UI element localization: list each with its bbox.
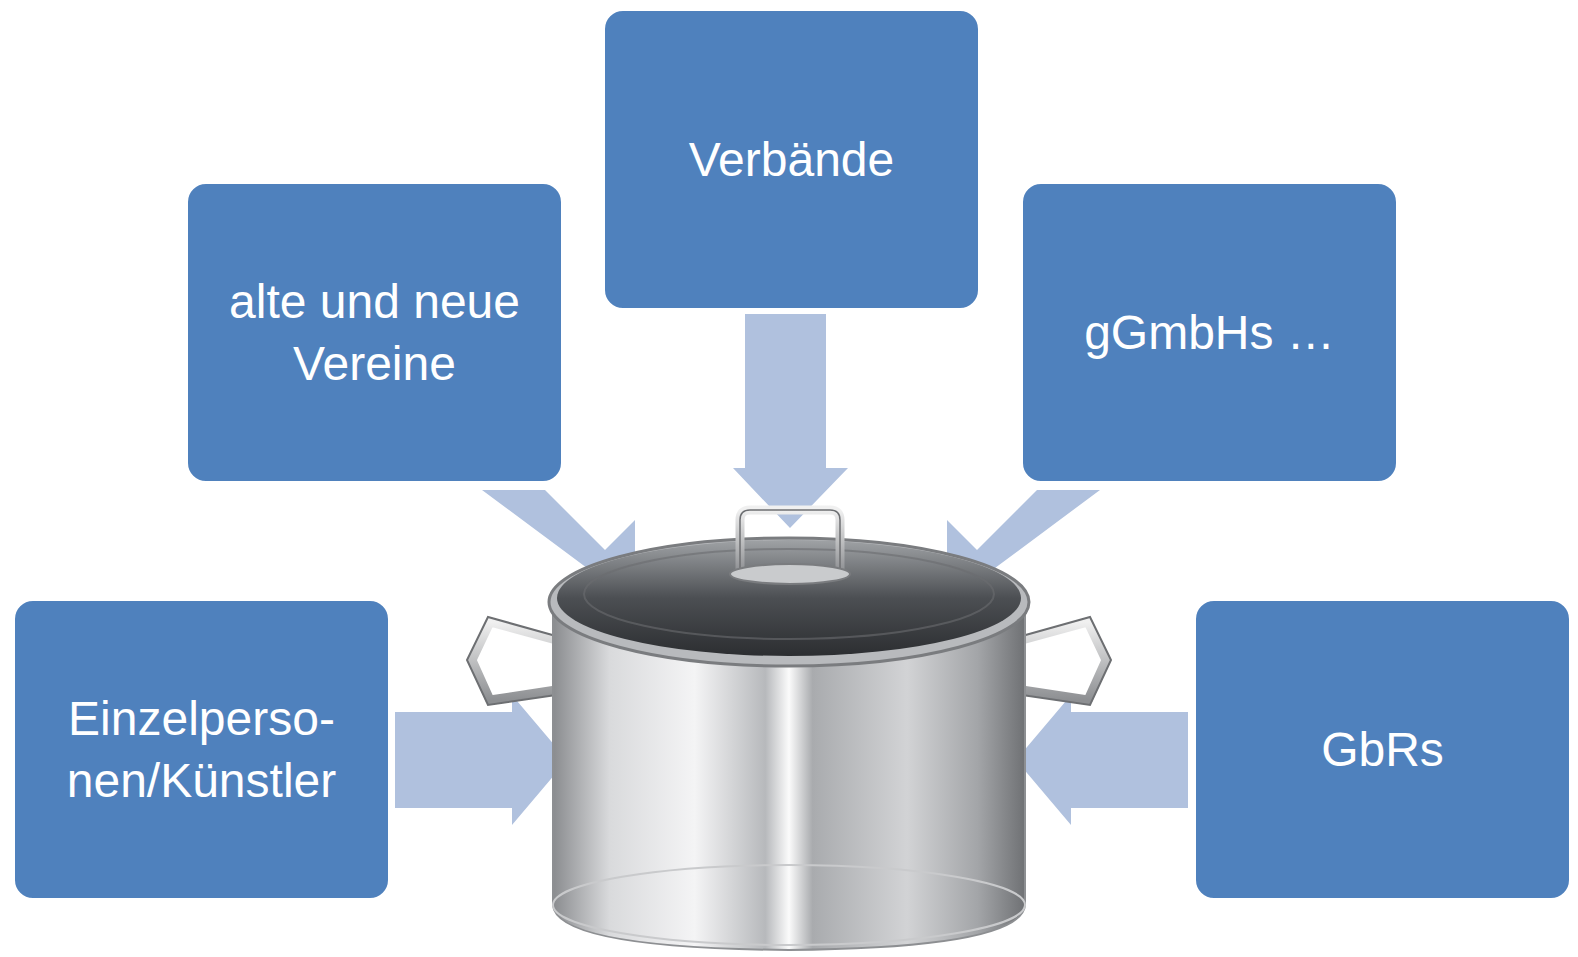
category-box: alte und neue Vereine [186, 182, 563, 483]
category-box: gGmbHs … [1021, 182, 1398, 483]
pot-rim [549, 538, 1029, 666]
box-label: alte und neue Vereine [206, 271, 543, 394]
box-label: Einzelperso- nen/Künstler [33, 688, 370, 811]
pot-lid [557, 540, 1021, 656]
category-box: Verbände [603, 9, 980, 310]
pot-lid-glare [584, 549, 994, 639]
category-box: GbRs [1194, 599, 1571, 900]
pot-knob-base [730, 564, 850, 584]
box-label: gGmbHs … [1084, 302, 1335, 363]
pot-knob-edge [740, 510, 840, 572]
box-label: Verbände [689, 129, 895, 190]
box-label: GbRs [1321, 719, 1444, 780]
pot-knob [740, 510, 840, 572]
category-box: Einzelperso- nen/Künstler [13, 599, 390, 900]
pot-base-line [553, 865, 1025, 945]
